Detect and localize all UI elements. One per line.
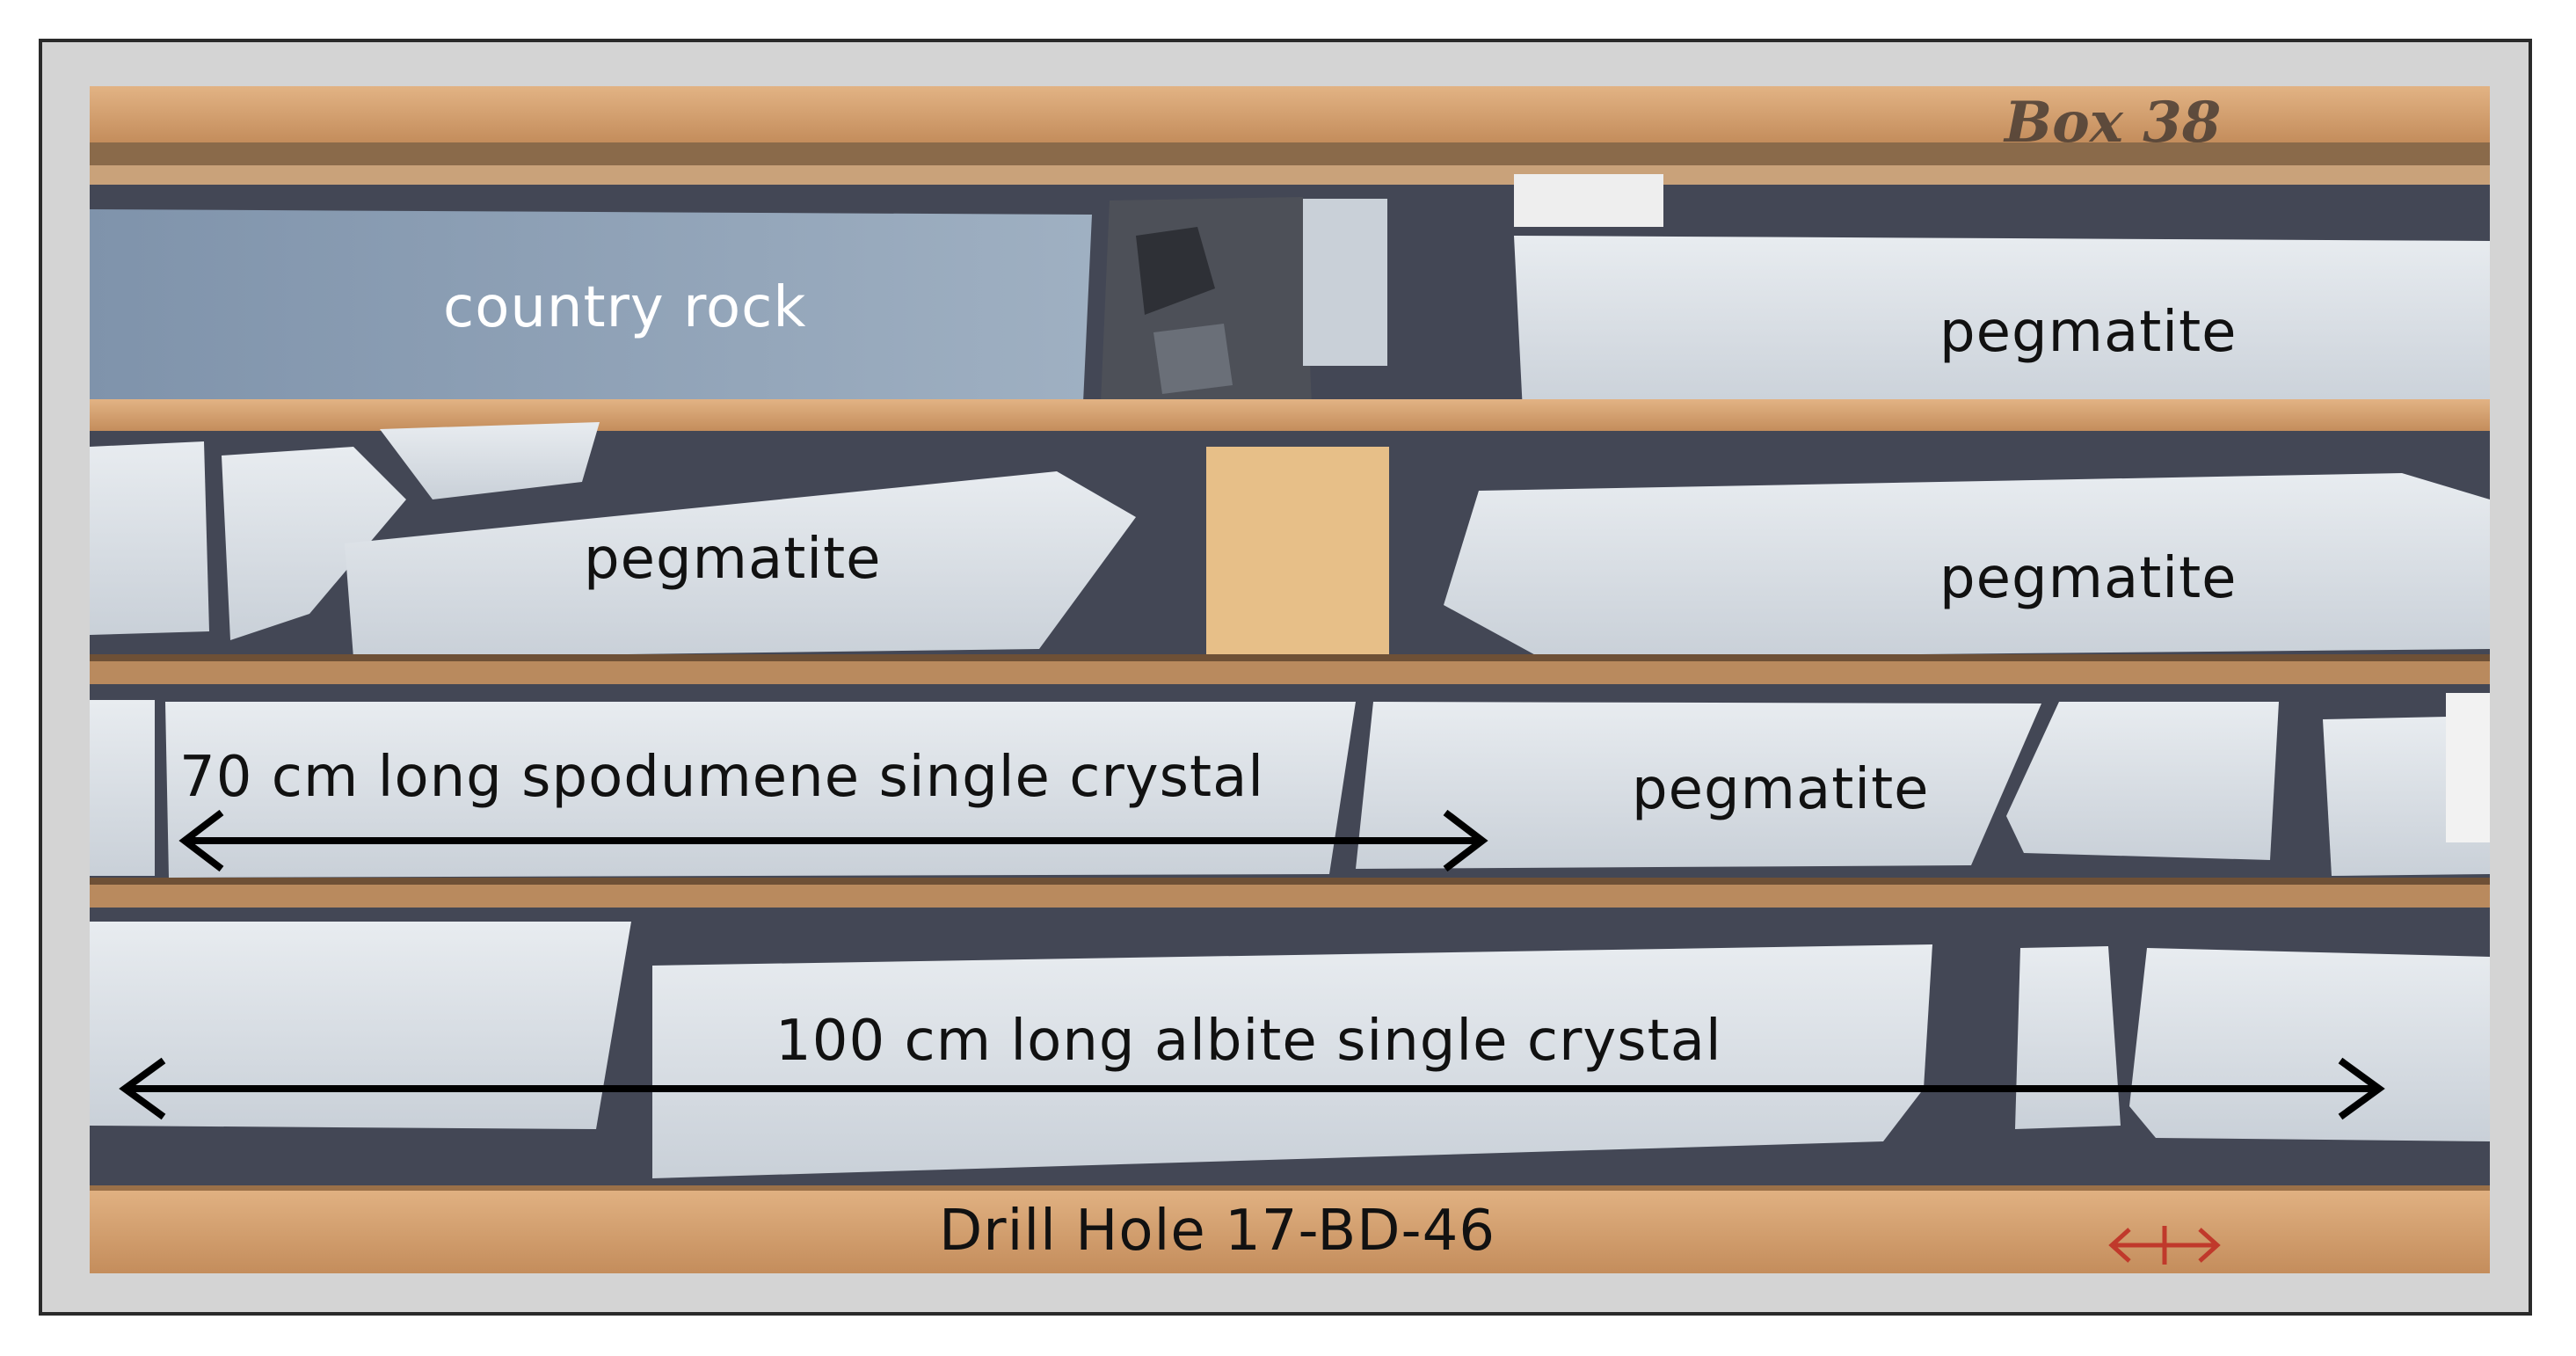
pegmatite-core-row2-right: [1444, 473, 2490, 658]
pegmatite-core-row1: [1514, 236, 2490, 415]
wood-spacer-block: [1206, 447, 1389, 658]
core-tag: [1514, 174, 1663, 227]
albite-core: [652, 944, 1932, 1178]
country-rock-core: [90, 209, 1092, 403]
label-spodumene: 70 cm long spodumene single crystal: [179, 745, 1265, 810]
label-country-rock: country rock: [443, 275, 807, 340]
box-number-marking: Box 38: [2005, 90, 2222, 156]
spodumene-arrow: [178, 809, 1488, 872]
label-drill-hole: Drill Hole 17-BD-46: [939, 1199, 1496, 1264]
bottom-wood-board: [90, 1185, 2490, 1273]
divider-1: [90, 399, 2490, 431]
label-pegmatite-4: pegmatite: [1632, 757, 1930, 822]
core-box-photo: Box 38 country rock pegmatite pegmatite …: [90, 86, 2490, 1273]
label-albite: 100 cm long albite single crystal: [775, 1009, 1722, 1074]
core-fragment: [1303, 199, 1387, 366]
top-wood-board: [90, 86, 2490, 142]
albite-arrow: [119, 1057, 2385, 1120]
spodumene-core: [165, 702, 1356, 878]
label-pegmatite-2: pegmatite: [584, 527, 882, 592]
core-tag-2: [2446, 693, 2490, 842]
label-pegmatite-3: pegmatite: [1939, 546, 2238, 611]
pegmatite-core-row2-left: [345, 471, 1136, 658]
core-box-illustration: [90, 86, 2490, 1273]
pegmatite-core-row3: [1356, 702, 2041, 869]
label-pegmatite-1: pegmatite: [1939, 300, 2238, 365]
